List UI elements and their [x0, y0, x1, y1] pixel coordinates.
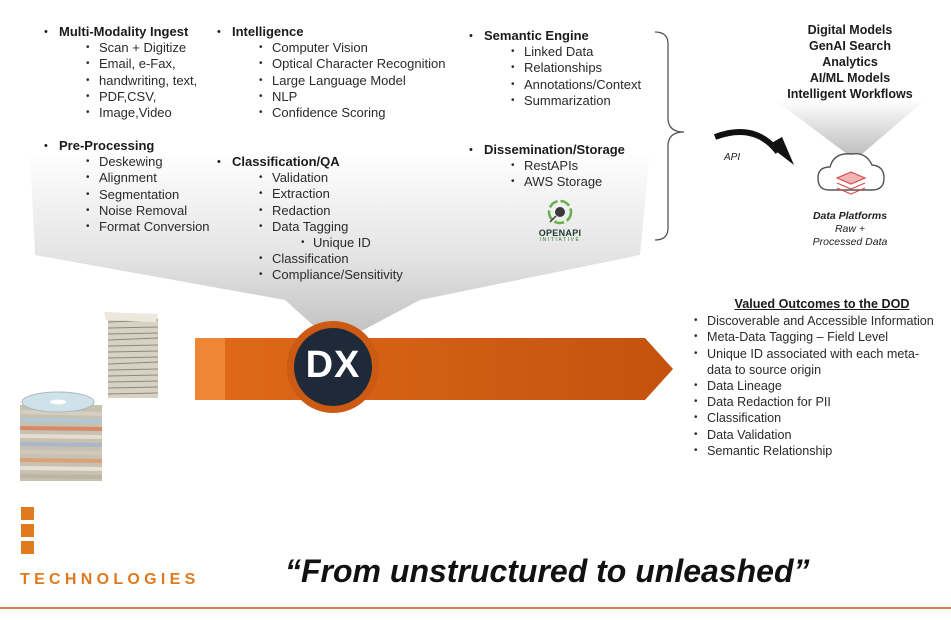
section-dissemination: Dissemination/Storage RestAPIs AWS Stora…	[469, 142, 669, 191]
list-item: Confidence Scoring	[217, 105, 477, 121]
list-item: Unique ID	[217, 235, 477, 251]
section-title: Semantic Engine	[469, 28, 669, 44]
platforms-title: Data Platforms	[812, 210, 888, 222]
list-item: Email, e-Fax,	[44, 56, 234, 72]
section-title: Dissemination/Storage	[469, 142, 669, 158]
outcome-item: Unique ID associated with each meta-	[692, 346, 951, 362]
outcome-item: Data Validation	[692, 427, 951, 443]
openapi-sub: INITIATIVE	[539, 237, 581, 243]
outcome-item: Data Lineage	[692, 378, 951, 394]
section-title: Intelligence	[217, 24, 477, 40]
outcome-item: Semantic Relationship	[692, 443, 951, 459]
list-item: Deskewing	[44, 154, 234, 170]
orange-arrow-notch	[195, 338, 225, 400]
list-item: Relationships	[469, 60, 669, 76]
section-ingest: Multi-Modality Ingest Scan + Digitize Em…	[44, 24, 234, 121]
list-item: Extraction	[217, 186, 477, 202]
list-item: Noise Removal	[44, 203, 234, 219]
list-item: handwriting, text,	[44, 73, 234, 89]
outcome-item: data to source origin	[707, 362, 822, 377]
platforms-line1: Raw +	[834, 223, 866, 235]
company-logo-mark	[21, 507, 34, 554]
output-item: Analytics	[822, 55, 878, 69]
openapi-name: OPENAPI	[538, 228, 582, 238]
data-platforms: Data Platforms Raw + Processed Data	[780, 210, 920, 249]
api-label: API	[724, 152, 741, 163]
list-item: AWS Storage	[469, 174, 669, 190]
output-item: Intelligent Workflows	[787, 87, 913, 101]
outcomes-title: Valued Outcomes to the DOD	[734, 297, 910, 311]
api-arrow	[713, 129, 781, 154]
list-item: Image,Video	[44, 105, 234, 121]
list-item: Redaction	[217, 203, 477, 219]
list-item: Scan + Digitize	[44, 40, 234, 56]
list-item: RestAPIs	[469, 158, 669, 174]
disc-stack-image	[19, 391, 103, 481]
outcome-item: Discoverable and Accessible Information	[692, 313, 951, 329]
list-item: Alignment	[44, 170, 234, 186]
list-item: Classification	[217, 251, 477, 267]
list-item: Large Language Model	[217, 73, 477, 89]
api-arrow-head	[768, 137, 794, 165]
outcomes-panel: Valued Outcomes to the DOD Discoverable …	[692, 296, 951, 459]
list-item: Annotations/Context	[469, 77, 669, 93]
list-item: Data Tagging	[217, 219, 477, 235]
openapi-logo: OPENAPI INITIATIVE	[530, 228, 590, 243]
section-preprocessing: Pre-Processing Deskewing Alignment Segme…	[44, 138, 234, 235]
list-item: Compliance/Sensitivity	[217, 267, 477, 283]
list-item: Linked Data	[469, 44, 669, 60]
output-item: Digital Models	[807, 23, 893, 37]
list-item: Summarization	[469, 93, 669, 109]
outcome-item: Classification	[692, 410, 951, 426]
section-semantic: Semantic Engine Linked Data Relationship…	[469, 28, 669, 109]
list-item: Optical Character Recognition	[217, 56, 477, 72]
list-item: Format Conversion	[44, 219, 234, 235]
list-item: NLP	[217, 89, 477, 105]
orange-arrow	[195, 338, 673, 400]
section-intelligence: Intelligence Computer Vision Optical Cha…	[217, 24, 477, 121]
dx-logo-text: DX	[305, 344, 361, 386]
section-classification: Classification/QA Validation Extraction …	[217, 154, 477, 284]
output-item: AI/ML Models	[809, 71, 891, 85]
output-item: GenAI Search	[809, 39, 891, 53]
output-list: Digital Models GenAI Search Analytics AI…	[770, 22, 930, 102]
list-item: Computer Vision	[217, 40, 477, 56]
dx-logo-circle	[294, 328, 372, 406]
list-item: Validation	[217, 170, 477, 186]
section-title: Multi-Modality Ingest	[44, 24, 234, 40]
output-funnel	[775, 100, 925, 160]
list-item: PDF,CSV,	[44, 89, 234, 105]
section-title: Pre-Processing	[44, 138, 234, 154]
paper-stack-image	[104, 312, 159, 398]
list-item: Segmentation	[44, 187, 234, 203]
outcome-item: Meta-Data Tagging – Field Level	[692, 329, 951, 345]
section-title: Classification/QA	[217, 154, 477, 170]
company-name: TECHNOLOGIES	[20, 571, 200, 588]
openapi-icon	[547, 199, 573, 225]
outcome-item: Data Redaction for PII	[692, 394, 951, 410]
platforms-line2: Processed Data	[812, 236, 888, 248]
tagline: “From unstructured to unleashed”	[285, 553, 810, 589]
layers-icon	[835, 171, 867, 195]
